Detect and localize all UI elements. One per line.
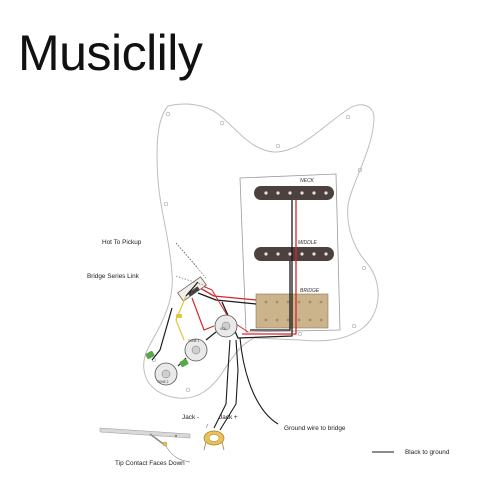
tip-contact-label: Tip Contact Faces Down [115, 460, 185, 467]
middle-pickup [254, 247, 334, 261]
hot-to-pickup-label: Hot To Pickup [102, 239, 142, 246]
neck-pickup-label: NECK [300, 178, 315, 184]
jack-plate [99, 427, 191, 447]
pickup-wires [197, 200, 297, 339]
volume-pot [214, 314, 238, 338]
bridge-pickup-label: BRIDGE [300, 288, 320, 294]
annotation-leaders [175, 242, 207, 287]
output-jack [203, 430, 225, 451]
pickguard-screws [151, 111, 367, 393]
legend-black-label: Black to ground [405, 449, 450, 456]
tone2-pot [154, 362, 178, 386]
tone2-pot-label: TONE 2 [157, 380, 169, 384]
middle-pickup-label: MIDDLE [298, 240, 318, 246]
ground-wire-label: Ground wire to bridge [284, 425, 346, 432]
volume-pot-label: VOL [220, 327, 227, 331]
control-harness-wires [151, 281, 217, 367]
jack-leader [205, 423, 209, 429]
neck-pickup [254, 186, 334, 200]
tone-capacitors [145, 314, 189, 368]
jack-wires [213, 337, 279, 431]
pickup-cavity [239, 173, 341, 333]
legend: Black to ground [372, 449, 450, 456]
tip-contact-leader [165, 445, 191, 463]
bridge-series-link-label: Bridge Series Link [87, 273, 140, 280]
jack-plus-label: Jack + [219, 414, 238, 421]
tone1-pot-label: TONE 1 [188, 339, 200, 343]
tone1-pot [184, 338, 208, 362]
brand-logo-text: Musiclily [18, 25, 203, 81]
jack-minus-label: Jack - [182, 414, 199, 421]
